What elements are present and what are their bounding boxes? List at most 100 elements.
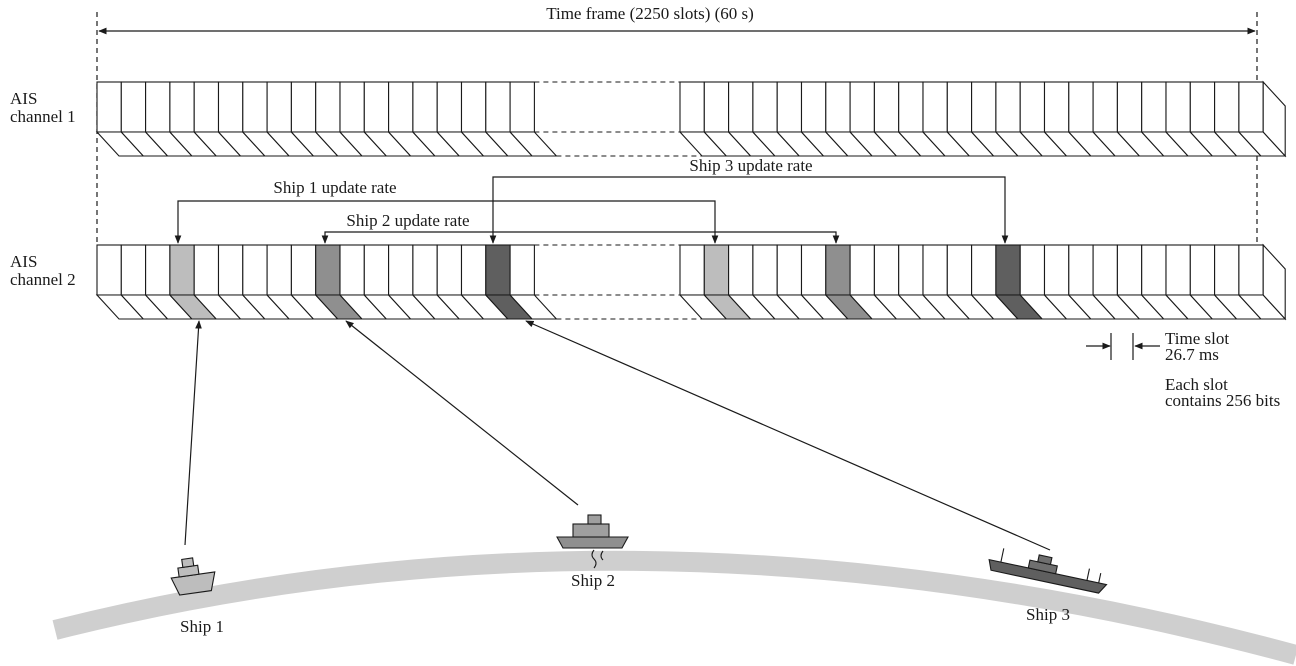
channel1-slot-front [825, 81, 851, 133]
ship1-icon [170, 557, 216, 596]
channel1-slot-front [1019, 81, 1046, 133]
channel1-slot-front [800, 81, 827, 133]
ship3-icon [988, 548, 1108, 594]
time-frame-label: Time frame (2250 slots) (60 s) [546, 4, 754, 23]
channel2-slot-front [1189, 244, 1216, 296]
channel1-slot-front [1165, 81, 1191, 133]
channel1-slot-front [193, 81, 220, 133]
channel1-slot-front [776, 81, 803, 133]
time-slot-label-line1: Time slot [1165, 329, 1229, 348]
channel2-label-line2: channel 2 [10, 270, 76, 289]
channel2-slot-front [728, 244, 754, 296]
channel1-slot-front [752, 81, 778, 133]
channel2-slot-front [1043, 244, 1070, 296]
channel2-slot-front [388, 244, 414, 296]
channel1-slot-front [1214, 81, 1240, 133]
channel1-slot-front [922, 81, 948, 133]
channel2-slot-front [436, 244, 463, 296]
channel2-slot-front [679, 244, 705, 296]
channel2-slot-front [946, 244, 973, 296]
channel2-slot-front [825, 244, 851, 296]
channel2-slot-front [800, 244, 827, 296]
channel2-slot-front [776, 244, 803, 296]
channel1-slot-front [898, 81, 924, 133]
channel2-slot-front [266, 244, 292, 296]
channel2-slot-front [290, 244, 317, 296]
channel2-slot-front [873, 244, 900, 296]
channel2-slot-front [96, 244, 122, 296]
channel1-slot-strip [95, 80, 1287, 158]
ship2-icon [556, 514, 629, 569]
channel2-slot-front [922, 244, 948, 296]
channel1-slot-front [436, 81, 463, 133]
channel1-slot-front [728, 81, 754, 133]
channel1-slot-front [873, 81, 900, 133]
channel2-slot-front [1068, 244, 1094, 296]
channel2-slot-front [485, 244, 511, 296]
slot-bits-note-line1: Each slot [1165, 375, 1228, 394]
channel1-slot-front [96, 81, 122, 133]
channel2-slot-front [217, 244, 244, 296]
channel2-slot-front [971, 244, 997, 296]
channel2-label-line1: AIS [10, 252, 37, 271]
channel2-slot-front [363, 244, 390, 296]
channel1-slot-front [120, 81, 147, 133]
channel2-slot-front [1141, 244, 1167, 296]
channel1-slot-front [1068, 81, 1094, 133]
channel1-slot-front [849, 81, 875, 133]
channel2-strip-end-face [1262, 243, 1286, 321]
channel1-slot-front [1116, 81, 1143, 133]
channel1-slot-front [242, 81, 268, 133]
channel1-slot-front [485, 81, 511, 133]
ship1-label: Ship 1 [180, 617, 224, 636]
channel1-slot-front [1238, 81, 1264, 133]
ship3-transmission-arrow [525, 320, 1051, 551]
channel2-slot-front [242, 244, 268, 296]
channel2-slot-front [460, 244, 487, 296]
channel1-slot-front [509, 81, 535, 133]
channel1-label: AIS channel 1 [10, 89, 76, 126]
channel2-slot-front [1092, 244, 1118, 296]
channel2-slot-front [193, 244, 220, 296]
channel2-slot-strip [95, 243, 1287, 321]
channel2-slot-front [849, 244, 875, 296]
channel2-slot-front [169, 244, 195, 296]
channel1-slot-front [290, 81, 317, 133]
channel1-slot-front [363, 81, 390, 133]
ship3-update-rate-bracket [489, 176, 1009, 244]
ship1-update-rate-bracket [174, 200, 719, 244]
channel2-slot-front [412, 244, 438, 296]
channel1-slot-front [1141, 81, 1167, 133]
channel1-slot-front [412, 81, 438, 133]
channel2-slot-front [898, 244, 924, 296]
channel1-slot-front [169, 81, 195, 133]
channel2-slot-front [1019, 244, 1046, 296]
channel2-slot-front [315, 244, 341, 296]
channel1-slot-front [145, 81, 171, 133]
channel2-slot-front [703, 244, 730, 296]
channel1-strip-end-face [1262, 80, 1286, 158]
time-slot-label: Time slot 26.7 ms [1165, 329, 1233, 364]
channel1-label-line2: channel 1 [10, 107, 76, 126]
ship2-update-rate-bracket [321, 231, 840, 244]
ship3-update-rate-label: Ship 3 update rate [689, 156, 812, 175]
channel1-slot-front [946, 81, 973, 133]
channel1-slot-front [1189, 81, 1216, 133]
ship1-transmission-arrow [184, 320, 202, 546]
slot-bits-note: Each slot contains 256 bits [1165, 375, 1280, 410]
channel1-slot-front [703, 81, 730, 133]
channel1-slot-front [315, 81, 341, 133]
ship1-update-rate-label: Ship 1 update rate [273, 178, 396, 197]
channel1-slot-front [460, 81, 487, 133]
channel1-slot-front [995, 81, 1021, 133]
channel2-slot-front [1238, 244, 1264, 296]
channel2-slot-front [1214, 244, 1240, 296]
channel1-slot-front [217, 81, 244, 133]
ship2-transmission-arrow [345, 320, 579, 506]
channel1-slot-front [1092, 81, 1118, 133]
ship2-update-rate-label: Ship 2 update rate [346, 211, 469, 230]
channel2-slot-front [995, 244, 1021, 296]
earth-surface [52, 550, 1296, 665]
channel2-label: AIS channel 2 [10, 252, 76, 289]
